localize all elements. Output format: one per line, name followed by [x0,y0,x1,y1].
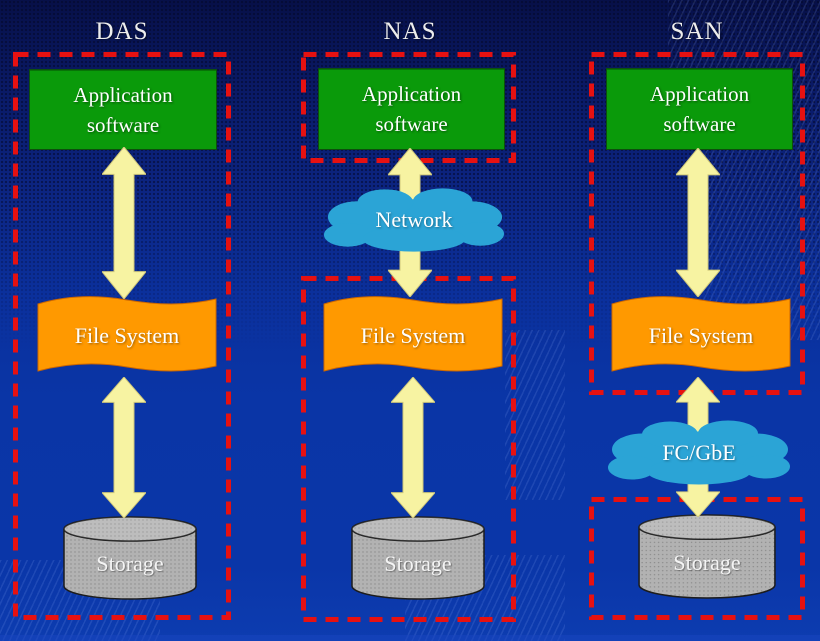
san-application-software-box: Application software [606,68,793,150]
nas-application-software-label: Application software [361,82,462,136]
das-arrow-filesystem-storage [102,377,146,518]
san-fcgbe-cloud-label: FC/GbE [662,439,736,465]
nas-storage-cylinder: Storage [350,515,486,601]
san-application-software-label: Application software [649,82,750,136]
san-storage-cylinder: Storage [637,513,777,600]
nas-file-system-shape: File System [322,292,504,380]
nas-file-system-label: File System [360,323,466,348]
san-file-system-label: File System [648,323,754,348]
das-column-title: DAS [95,18,149,45]
das-arrow-app-filesystem [102,147,146,299]
das-storage-label: Storage [96,551,164,576]
das-application-software-box: Application software [29,69,217,150]
das-file-system-shape: File System [36,292,218,380]
san-arrow-app-filesystem [676,148,720,297]
nas-storage-label: Storage [384,551,452,576]
nas-application-software-box: Application software [318,68,505,150]
san-column-title: SAN [670,18,724,45]
das-file-system-label: File System [74,323,180,348]
das-storage-cylinder: Storage [62,515,198,601]
nas-arrow-filesystem-storage [391,377,435,518]
san-file-system-shape: File System [610,292,792,380]
nas-network-cloud-label: Network [375,207,453,232]
san-storage-label: Storage [673,549,741,575]
nas-network-cloud: Network [320,187,508,253]
background-bottom-strip [0,635,820,641]
san-fcgbe-cloud: FC/GbE [604,419,794,486]
das-application-software-label: Application software [73,82,173,137]
nas-column-title: NAS [383,18,437,45]
